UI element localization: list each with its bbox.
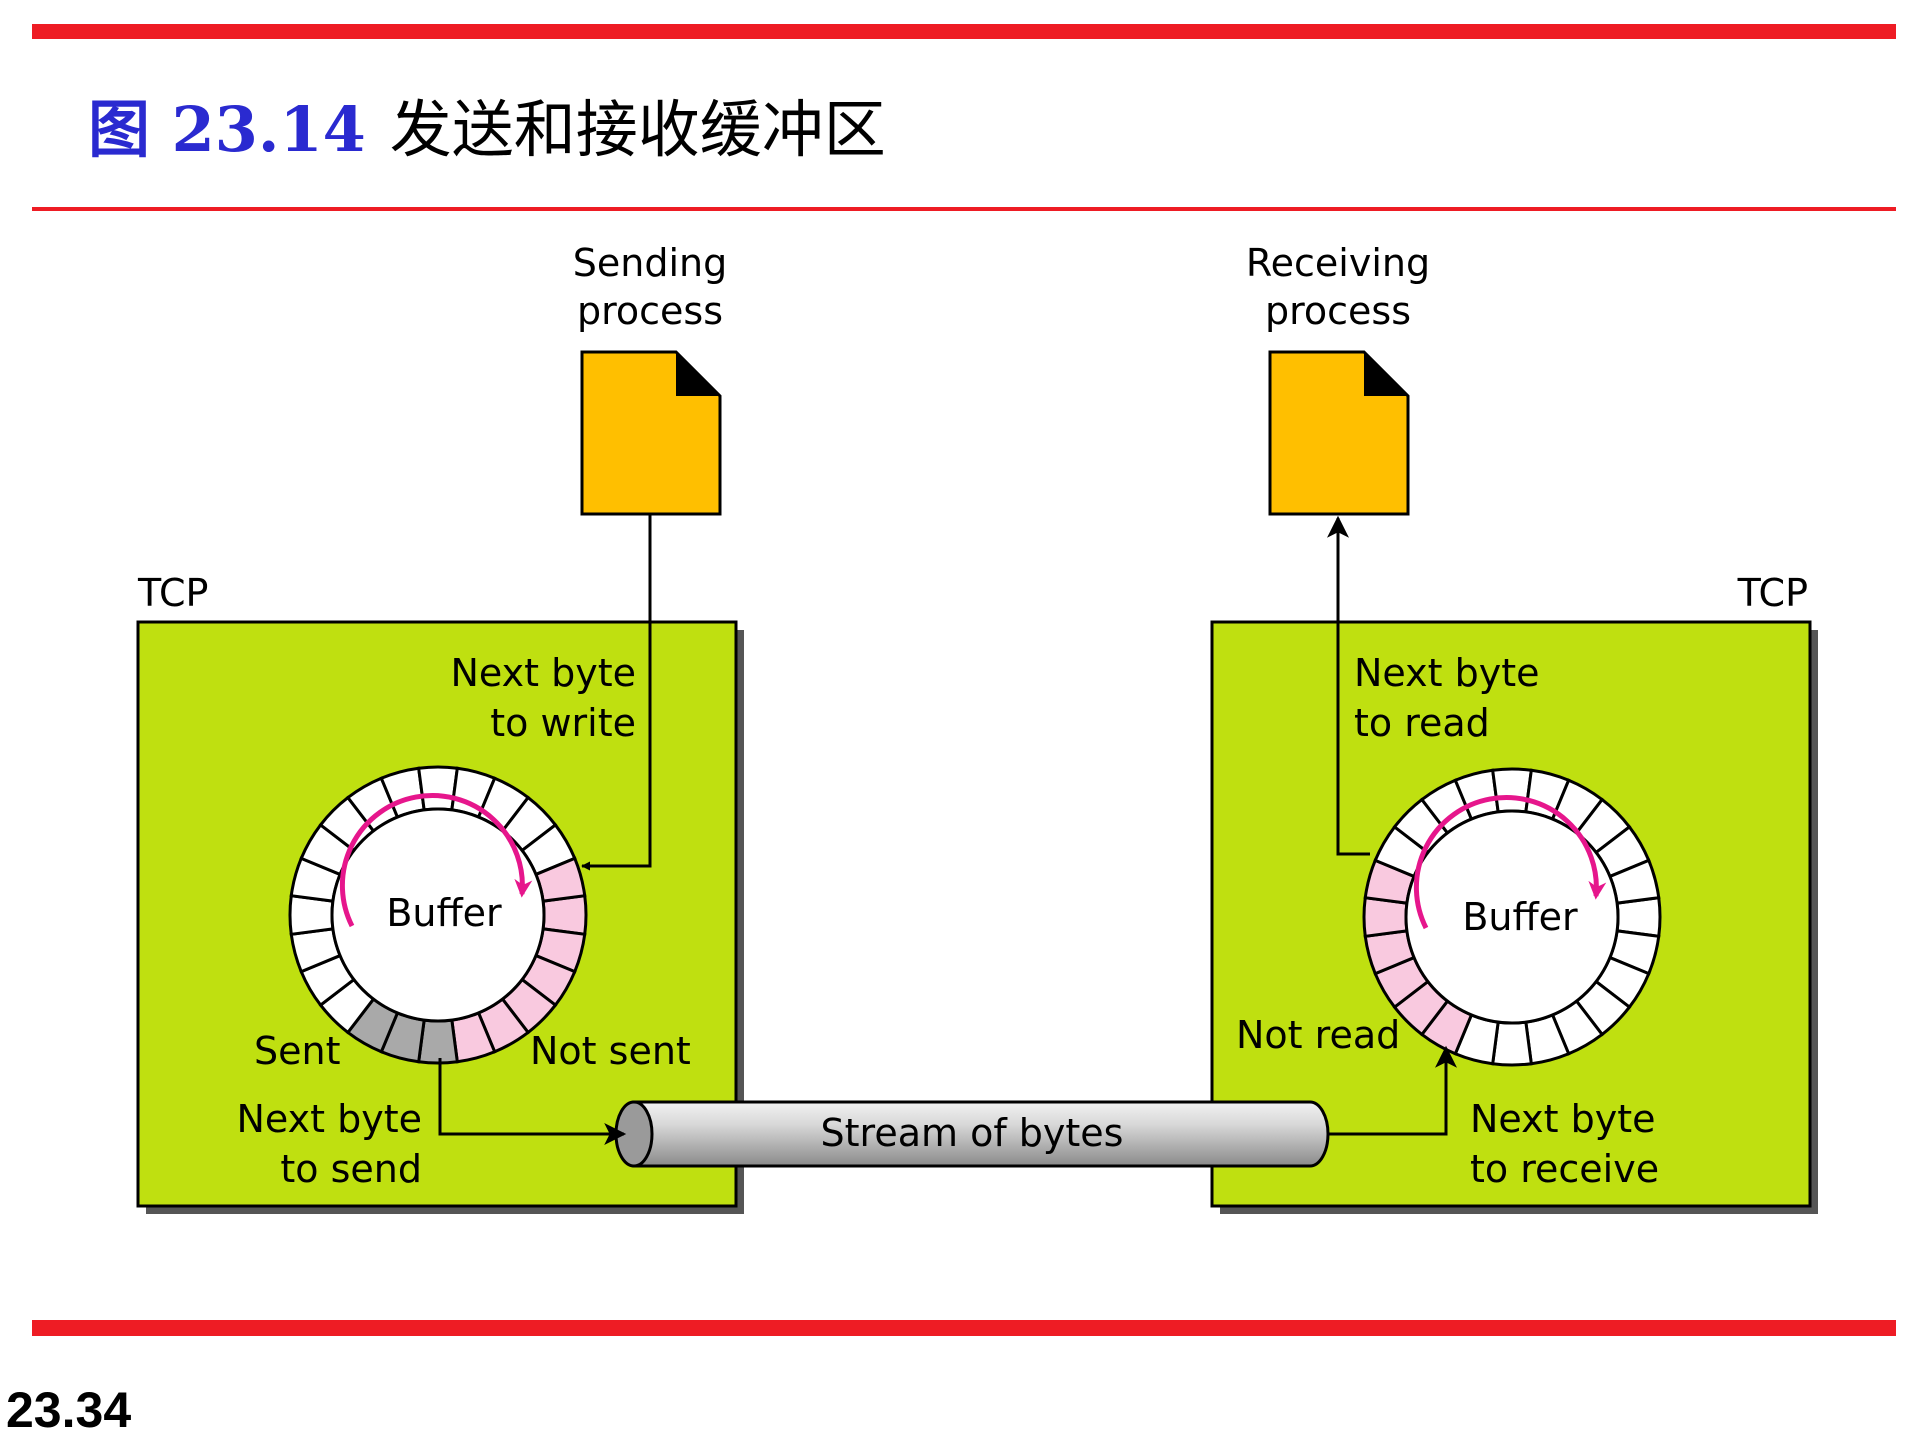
receiver-tcp-label: TCP — [1737, 571, 1808, 615]
page-number: 23.34 — [6, 1382, 132, 1438]
next-byte-to-read-label-line2: to read — [1354, 701, 1490, 745]
read-pointer-arrow — [1327, 515, 1370, 856]
circular-arrow-icon — [339, 793, 533, 928]
send-pointer-arrow — [438, 1058, 627, 1145]
sender-tcp-label: TCP — [137, 571, 208, 615]
document-icon — [1268, 350, 1410, 516]
stream-of-bytes-pipe — [614, 1100, 1330, 1168]
sending-process-label-line1: Sending — [573, 241, 727, 285]
next-byte-to-write-label-line1: Next byte — [451, 651, 637, 695]
title-underline — [32, 207, 1896, 211]
top-rule — [32, 24, 1896, 39]
receiving-process-label-line2: process — [1265, 289, 1411, 333]
document-icon — [580, 350, 722, 516]
next-byte-to-send-label-line2: to send — [280, 1147, 422, 1191]
next-byte-to-receive-label-line2: to receive — [1470, 1147, 1659, 1191]
figure-number: 图 23.14 — [88, 93, 366, 166]
sender-buffer-center — [330, 807, 546, 1023]
next-byte-to-read-label-line1: Next byte — [1354, 651, 1540, 695]
not-read-label: Not read — [1236, 1013, 1400, 1057]
sender-buffer-ring — [288, 765, 588, 1065]
bottom-rule — [32, 1320, 1896, 1336]
sender-buffer-label: Buffer — [386, 891, 502, 935]
next-byte-to-send-label-line1: Next byte — [237, 1097, 423, 1141]
receiver-buffer-center — [1404, 809, 1620, 1025]
sending-process-label-line2: process — [577, 289, 723, 333]
stream-of-bytes-label: Stream of bytes — [821, 1111, 1124, 1155]
next-byte-to-write-label-line2: to write — [490, 701, 636, 745]
sent-label: Sent — [254, 1029, 340, 1073]
figure-title: 发送和接收缓冲区 — [389, 93, 886, 166]
receiver-buffer-label: Buffer — [1462, 895, 1578, 939]
receiving-process-label-line1: Receiving — [1246, 241, 1430, 285]
page-title: 图 23.14 发送和接收缓冲区 — [88, 88, 886, 172]
next-byte-to-receive-label-line1: Next byte — [1470, 1097, 1656, 1141]
write-pointer-arrow — [581, 514, 652, 871]
circular-arrow-icon — [1413, 795, 1607, 930]
receive-pointer-arrow — [1328, 1045, 1457, 1136]
not-sent-label: Not sent — [530, 1029, 691, 1073]
